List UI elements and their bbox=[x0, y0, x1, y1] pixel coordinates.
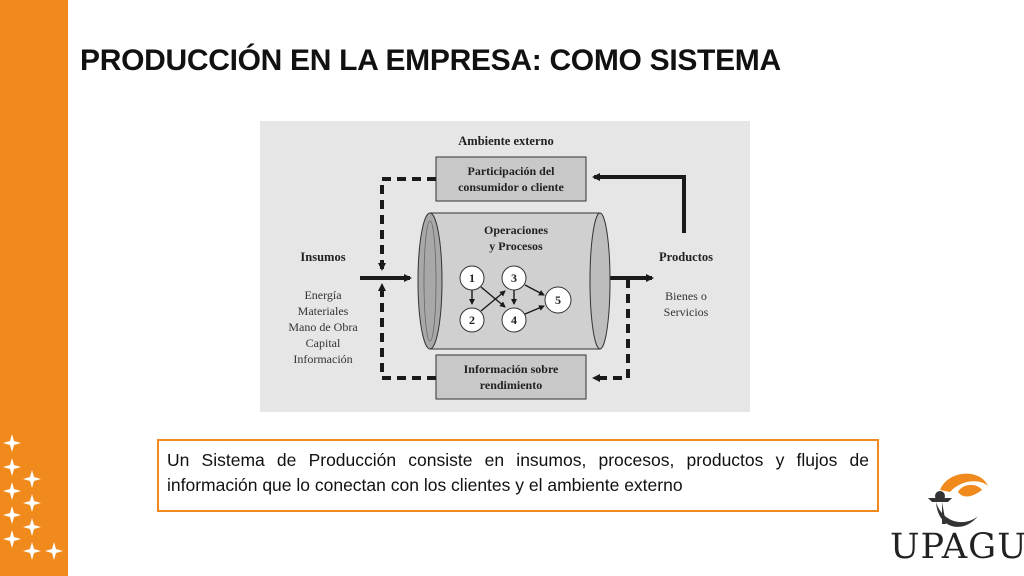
output-dashed-arrow bbox=[592, 279, 630, 382]
upagu-logo-icon bbox=[928, 473, 988, 527]
process-node-4: 4 bbox=[501, 307, 527, 333]
output-item: Servicios bbox=[664, 305, 709, 319]
output-item: Bienes o bbox=[665, 289, 707, 303]
svg-text:5: 5 bbox=[555, 293, 561, 307]
top-box-line-1: Participación del bbox=[468, 164, 556, 178]
caption-highlight: Sistema de Producción bbox=[201, 450, 397, 470]
svg-text:2: 2 bbox=[469, 313, 475, 327]
cylinder-label-line-1: Operaciones bbox=[484, 223, 548, 237]
input-item: Energía bbox=[304, 288, 342, 302]
customer-participation-box bbox=[435, 156, 587, 202]
environment-label: Ambiente externo bbox=[458, 134, 553, 148]
inputs-title: Insumos bbox=[300, 250, 345, 264]
slide-title: PRODUCCIÓN EN LA EMPRESA: COMO SISTEMA bbox=[80, 44, 781, 77]
input-item: Capital bbox=[306, 336, 341, 350]
definition-caption: Un Sistema de Producción consiste en ins… bbox=[157, 439, 879, 512]
caption-prefix: Un bbox=[167, 450, 202, 470]
process-node-5: 5 bbox=[544, 286, 572, 314]
sparkle-decoration-icon bbox=[3, 434, 63, 560]
bottom-box-line-2: rendimiento bbox=[480, 378, 542, 392]
production-system-diagram: Ambiente externo Participación del consu… bbox=[260, 121, 750, 412]
performance-dashed-arrow bbox=[378, 283, 436, 380]
input-item: Materiales bbox=[298, 304, 349, 318]
svg-text:1: 1 bbox=[469, 271, 475, 285]
input-item: Información bbox=[293, 352, 352, 366]
input-item: Mano de Obra bbox=[288, 320, 358, 334]
feedback-solid-arrow bbox=[592, 173, 686, 233]
process-node-3: 3 bbox=[501, 265, 527, 291]
process-node-1: 1 bbox=[459, 265, 485, 291]
bottom-box-line-1: Información sobre bbox=[464, 362, 559, 376]
top-box-line-2: consumidor o cliente bbox=[458, 180, 564, 194]
customer-dashed-arrow bbox=[378, 177, 436, 271]
svg-text:3: 3 bbox=[511, 271, 517, 285]
cylinder-label-line-2: y Procesos bbox=[489, 239, 543, 253]
caption-suffix: consiste en insumos, procesos, productos… bbox=[167, 450, 869, 495]
upagu-logo-text: UPAGU bbox=[890, 527, 1024, 567]
svg-text:4: 4 bbox=[511, 313, 517, 327]
outputs-title: Productos bbox=[659, 250, 713, 264]
process-node-2: 2 bbox=[459, 307, 485, 333]
